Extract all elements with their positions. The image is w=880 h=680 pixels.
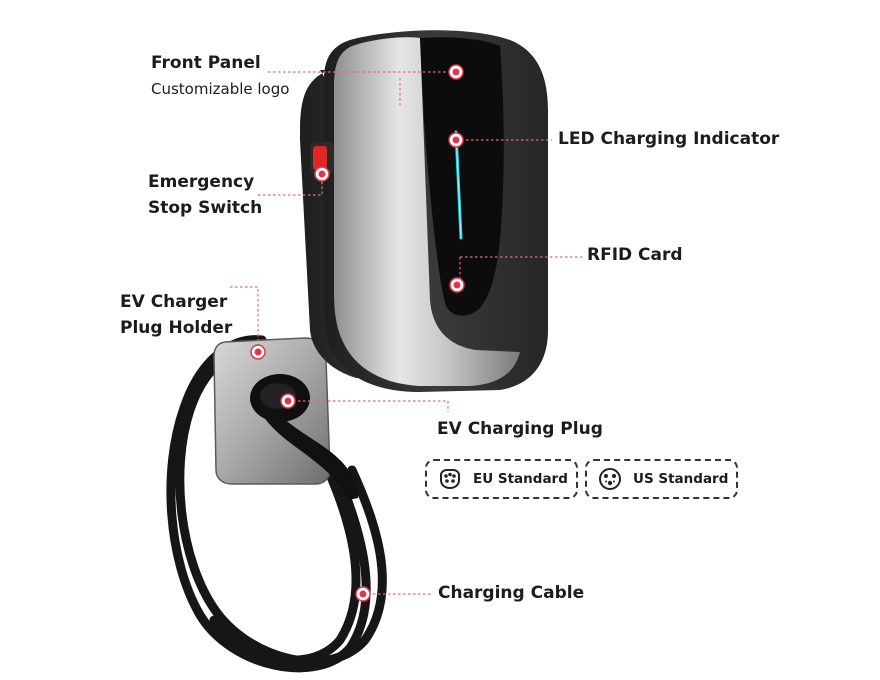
marker-dots <box>250 64 465 602</box>
rfid-label: RFID Card <box>587 245 683 265</box>
type2-socket-icon <box>440 469 460 490</box>
eu-standard-label: EU Standard <box>473 471 568 487</box>
charger-body <box>300 30 548 392</box>
us-standard-label: US Standard <box>633 471 729 487</box>
emergency-stop-switch <box>310 142 334 174</box>
emergency-label-line2: Stop Switch <box>148 198 263 218</box>
plug-holder-label-line2: Plug Holder <box>120 318 233 338</box>
emergency-label-line1: Emergency <box>148 172 255 192</box>
front-panel-label: Front Panel <box>151 53 261 73</box>
charging-cable-label: Charging Cable <box>438 583 585 603</box>
led-indicator-label: LED Charging Indicator <box>558 129 780 149</box>
front-panel-sublabel: Customizable logo <box>151 80 290 98</box>
type1-socket-icon <box>599 468 621 490</box>
eu-standard-badge: EU Standard <box>425 459 578 499</box>
charging-plug-label: EV Charging Plug <box>437 419 603 439</box>
plug-holder-label-line1: EV Charger <box>120 292 228 312</box>
ev-charging-plug <box>250 374 359 500</box>
us-standard-badge: US Standard <box>585 459 738 499</box>
